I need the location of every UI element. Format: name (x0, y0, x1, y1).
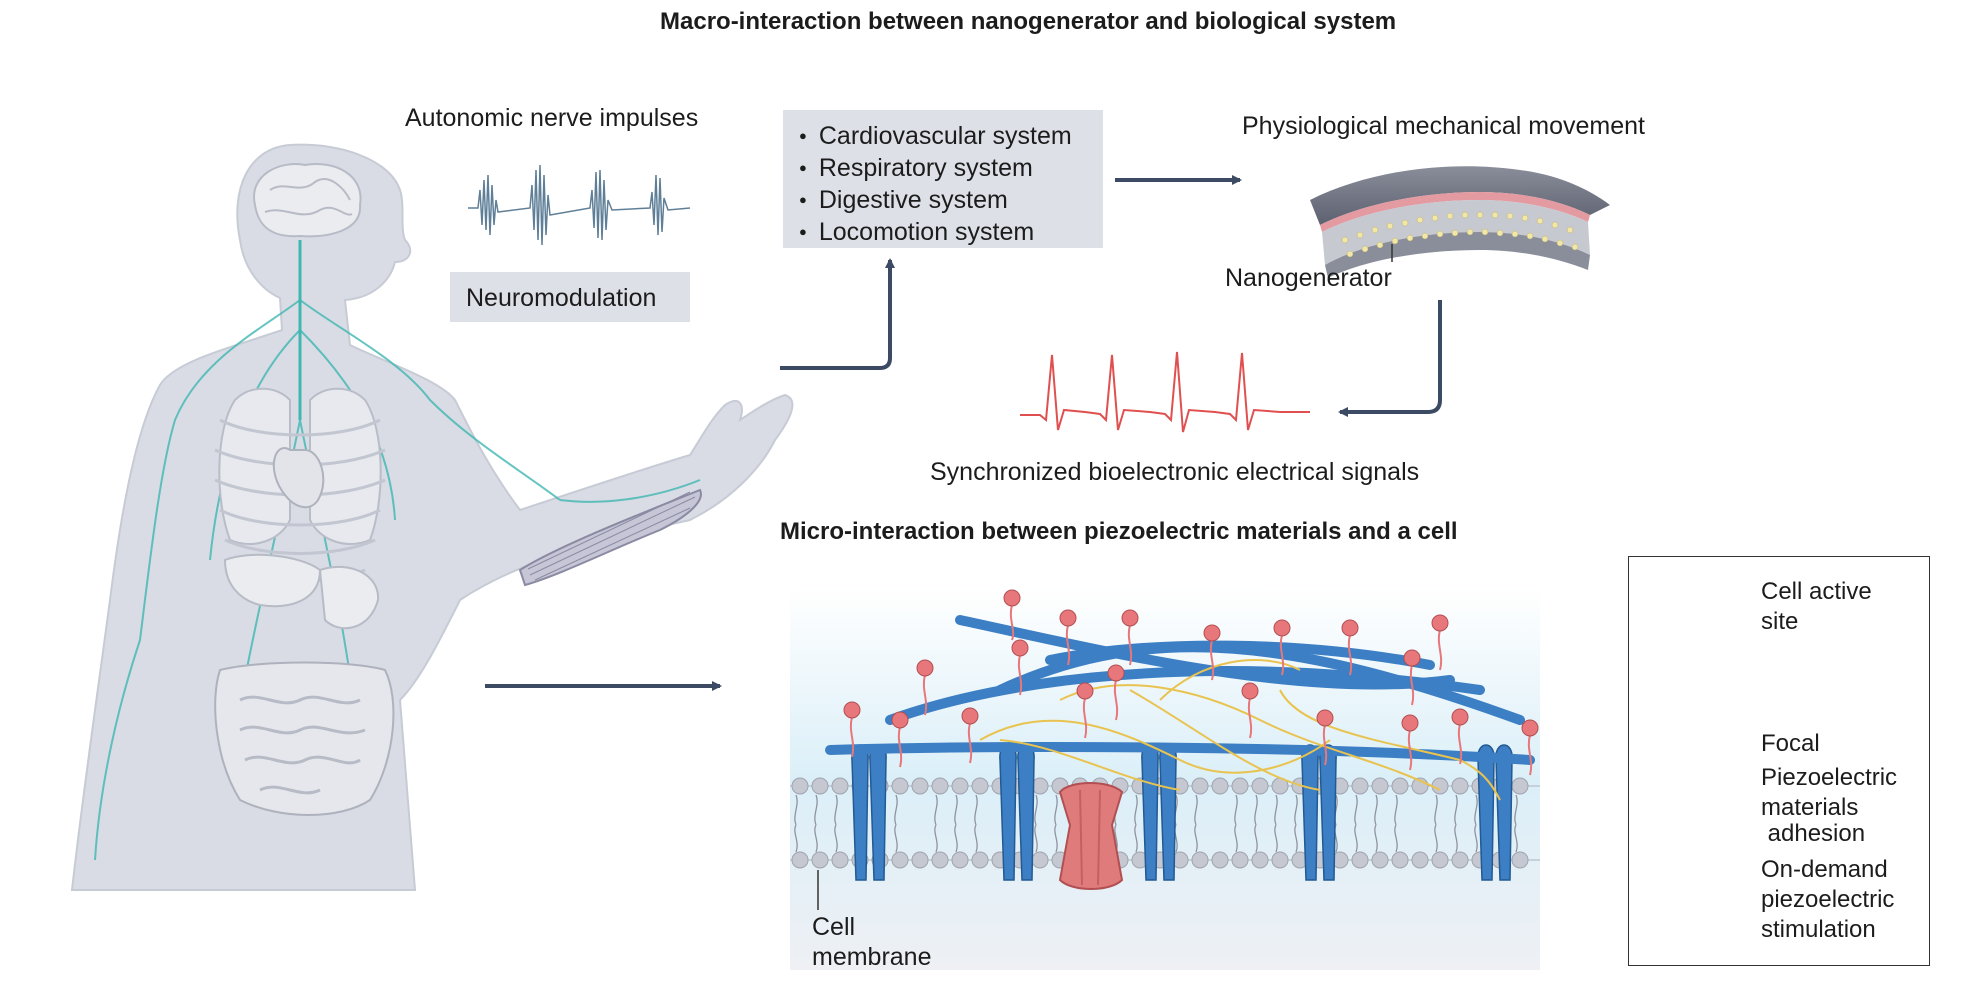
legend-text-line: materials (1761, 794, 1859, 821)
legend-text-line: site (1761, 608, 1799, 635)
neuromodulation-box: Neuromodulation (450, 272, 690, 322)
cell-panel (790, 588, 1540, 970)
heart (272, 447, 325, 509)
legend-text-line: adhesion (1761, 820, 1866, 847)
system-item: Respiratory system (799, 152, 1072, 184)
neuromodulation-label: Neuromodulation (466, 284, 657, 312)
legend-item-piezoelectric: Piezoelectric materials (1761, 763, 1897, 823)
legend-text-line: stimulation (1761, 916, 1876, 943)
legend-box: Cell active site Focal adhesion Piezoele… (1628, 556, 1930, 966)
legend-text-line: Piezoelectric (1761, 764, 1898, 791)
arrow-body-to-systems (780, 258, 895, 370)
cell-membrane-label-line: membrane (812, 943, 932, 971)
mechanical-movement-label: Physiological mechanical movement (1242, 112, 1645, 140)
arrow-device-to-signals (1338, 300, 1442, 417)
legend-item-focal-adhesion: Focal adhesion (1761, 669, 1865, 909)
cell-membrane-label-line: Cell (812, 913, 856, 941)
nerve-impulse-waveform (468, 164, 691, 246)
ecg-signal (1020, 351, 1310, 433)
system-item: Cardiovascular system (799, 120, 1072, 152)
nanogenerator-device (1310, 166, 1610, 278)
legend-item-stimulation: On-demand piezoelectric stimulation (1761, 855, 1894, 945)
cell-membrane-label: Cell membrane (812, 912, 932, 972)
ion-channel (1058, 782, 1124, 890)
brain (253, 163, 362, 238)
systems-list: Cardiovascular system Respiratory system… (799, 120, 1072, 248)
human-body-illustration (70, 143, 794, 891)
system-item: Locomotion system (799, 216, 1072, 248)
systems-box: Cardiovascular system Respiratory system… (783, 110, 1103, 248)
system-item: Digestive system (799, 184, 1072, 216)
legend-text-line: Cell active (1761, 578, 1872, 605)
micro-title: Micro-interaction between piezoelectric … (780, 518, 1458, 545)
legend-item-active-site: Cell active site (1761, 577, 1872, 637)
body-silhouette (70, 143, 794, 891)
nanogenerator-label: Nanogenerator (1225, 264, 1392, 292)
macro-title: Macro-interaction between nanogenerator … (660, 8, 1397, 35)
nerve-impulses-label: Autonomic nerve impulses (405, 104, 699, 132)
legend-text-line: On-demand (1761, 856, 1888, 883)
intestines (214, 661, 395, 816)
flow-arrows (485, 175, 1442, 691)
legend-text-line: Focal (1761, 730, 1820, 757)
active-sites (843, 589, 1539, 776)
legend-text-line: piezoelectric (1761, 886, 1895, 913)
digestive-organs (223, 553, 380, 630)
signals-label: Synchronized bioelectronic electrical si… (930, 458, 1420, 486)
stimulation-lines (979, 659, 1501, 801)
